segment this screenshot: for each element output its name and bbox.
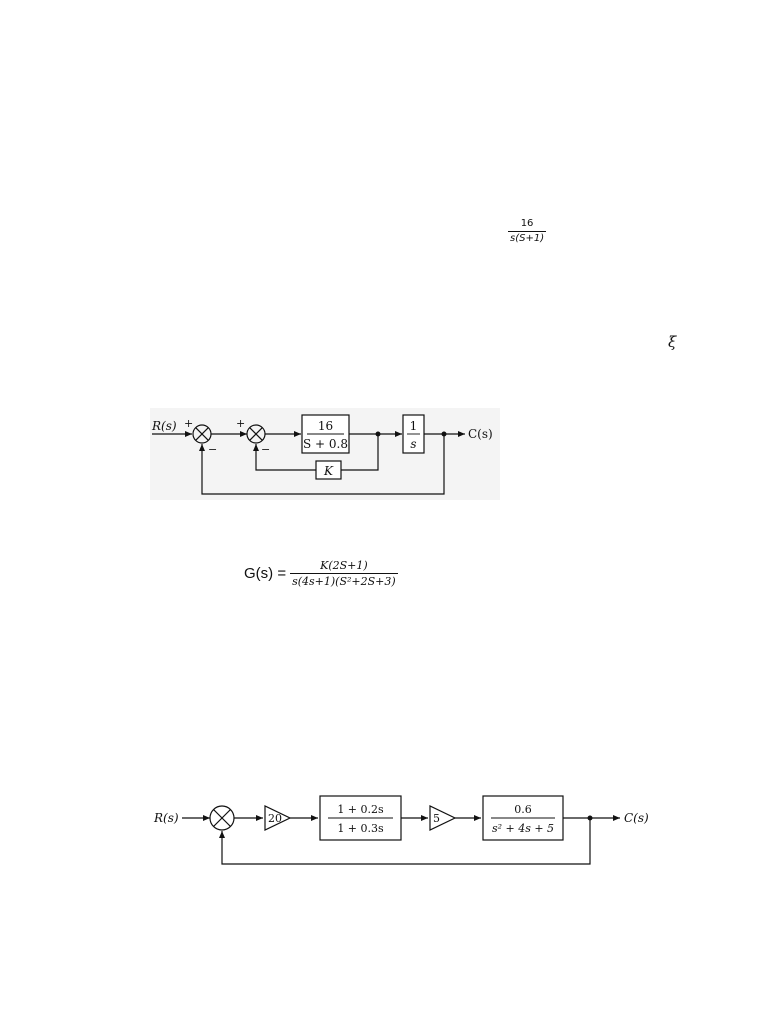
- block-2-numerator: 1: [410, 419, 418, 433]
- block-2-denominator: s: [410, 437, 416, 451]
- fraction-bar: [508, 231, 547, 232]
- block-1-numerator: 16: [318, 419, 333, 433]
- inner-feedback-path-a: [341, 434, 379, 471]
- lead-denominator: 1 + 0.3s: [337, 822, 384, 835]
- plant-block: 0.6 s² + 4s + 5: [482, 795, 564, 841]
- plant-denominator: s² + 4s + 5: [492, 822, 554, 835]
- block-diagram-2: R(s) 20 1 + 0.2s 1 + 0.3s 5 0.6 s² + 4s …: [153, 795, 649, 865]
- block-diagram-1: R(s) + − + − 16 S + 0.8 1 s C(s) K: [150, 408, 500, 500]
- output-label: C(s): [468, 427, 493, 441]
- fraction-numerator: 16: [520, 218, 534, 229]
- output-label-2: C(s): [624, 811, 649, 825]
- plus-sign-2: +: [236, 417, 245, 430]
- open-loop-transfer-function: G(s) = K(2S+1) s(4s+1)(S²+2S+3): [244, 560, 398, 587]
- gs-fraction-bar: [290, 573, 398, 574]
- gain-amplifier-1: 20: [264, 805, 292, 831]
- summing-junction-3: [209, 805, 235, 831]
- gs-denominator: s(4s+1)(S²+2S+3): [292, 575, 396, 588]
- gs-fraction: K(2S+1) s(4s+1)(S²+2S+3): [290, 560, 398, 587]
- amp-2-gain: 5: [433, 812, 440, 825]
- gs-numerator: K(2S+1): [320, 559, 368, 572]
- feedback-path-2: [219, 818, 591, 865]
- plant-numerator: 0.6: [514, 803, 532, 816]
- minus-sign-2: −: [261, 443, 270, 456]
- input-label-2: R(s): [153, 811, 179, 825]
- transfer-function-fraction: 16 s(S+1): [508, 218, 547, 244]
- inner-feedback-path-b: [253, 444, 316, 471]
- damping-ratio-symbol: ξ: [668, 333, 677, 351]
- block-1-denominator: S + 0.8: [303, 437, 348, 451]
- amp-1-gain: 20: [268, 812, 282, 825]
- lead-numerator: 1 + 0.2s: [337, 803, 384, 816]
- input-label: R(s): [151, 419, 177, 433]
- outer-feedback-path: [199, 434, 445, 495]
- minus-sign-1: −: [208, 443, 217, 456]
- plus-sign-1: +: [184, 417, 193, 430]
- fraction-denominator: s(S+1): [510, 233, 545, 244]
- gain-amplifier-2: 5: [429, 805, 457, 831]
- feedback-gain-block: K: [315, 460, 342, 480]
- lead-compensator-block: 1 + 0.2s 1 + 0.3s: [319, 795, 402, 841]
- feedback-gain-label: K: [323, 464, 334, 478]
- forward-block-2: 1 s: [402, 414, 425, 454]
- forward-block-1: 16 S + 0.8: [301, 414, 350, 454]
- gs-label: G(s) =: [244, 565, 287, 582]
